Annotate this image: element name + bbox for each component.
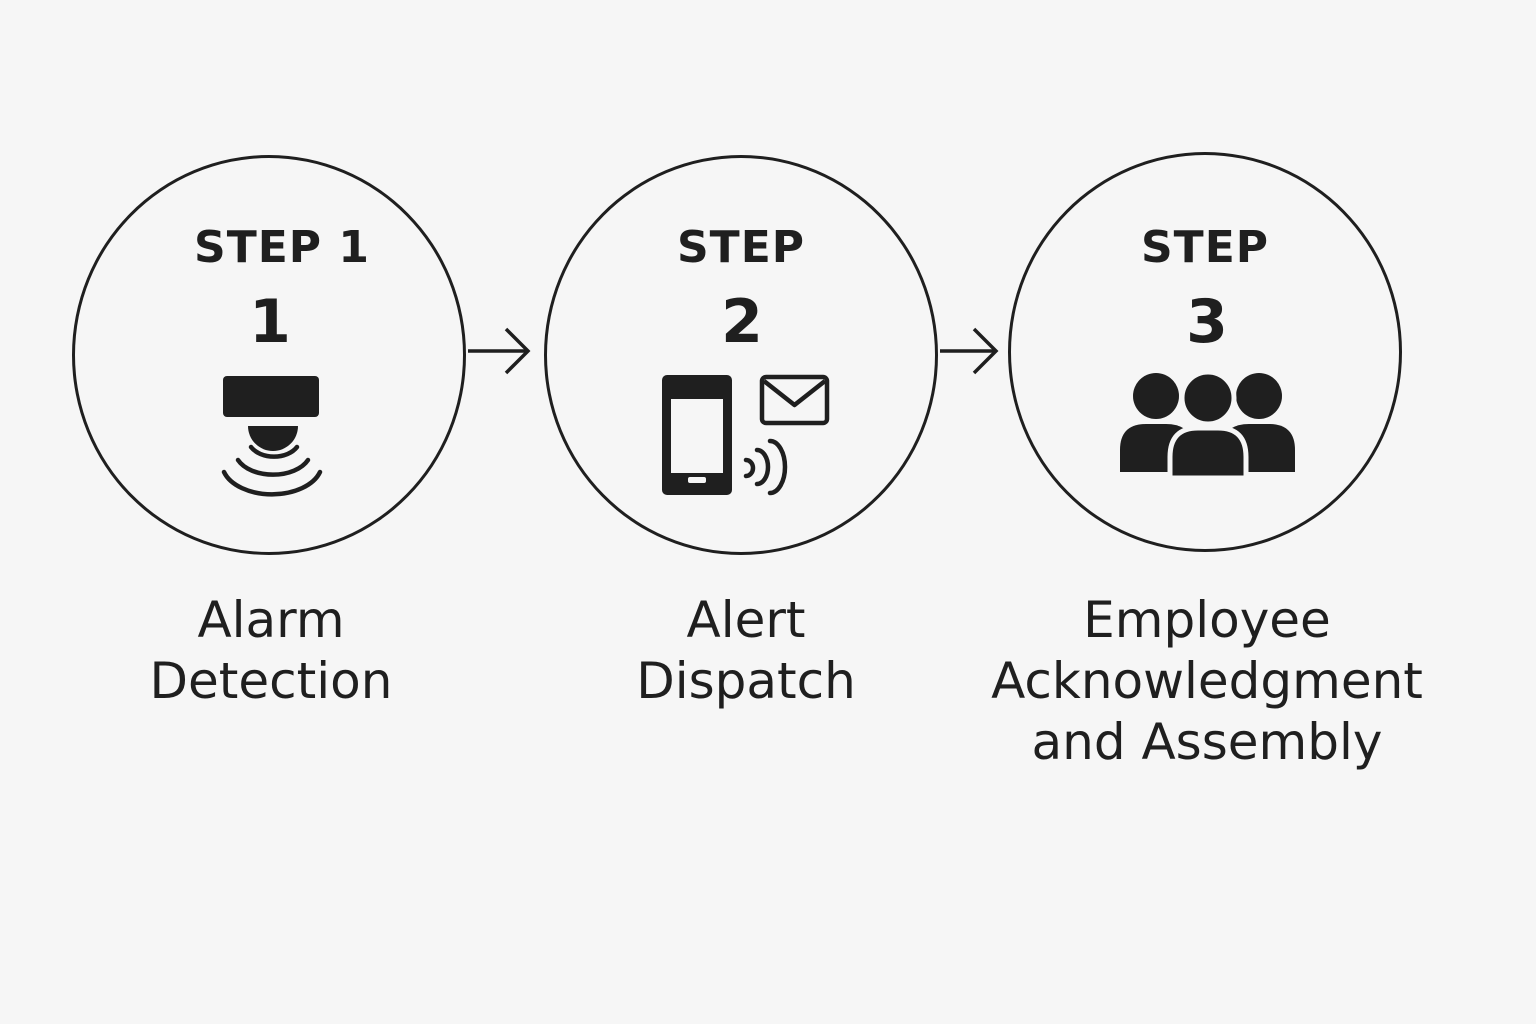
smartphone-icon: [662, 375, 732, 495]
step-2-label-line-1: Alert: [686, 591, 806, 649]
step-3-number: 3: [1186, 287, 1228, 357]
step-1-heading: STEP 1: [194, 222, 370, 273]
step-2-label-line-2: Dispatch: [636, 652, 856, 710]
arrow-2-to-3: [940, 327, 999, 375]
step-2-label: Alert Dispatch: [506, 590, 986, 712]
step-3-label: Employee Acknowledgment and Assembly: [967, 590, 1447, 773]
group-of-people-icon: [1120, 369, 1295, 481]
step-2-heading: STEP: [676, 222, 805, 273]
step-3-label-line-1: Employee: [1083, 591, 1331, 649]
step-1-circle: [72, 155, 466, 555]
envelope-icon: [759, 374, 830, 426]
step-3-heading: STEP: [1140, 222, 1269, 273]
step-3-circle: [1008, 152, 1402, 552]
step-1-label: Alarm Detection: [31, 590, 511, 712]
step-3-label-line-2: Acknowledgment: [991, 652, 1423, 710]
signal-waves-icon: [743, 438, 788, 496]
step-2-circle: [544, 155, 938, 555]
step-1-label-line-2: Detection: [149, 652, 393, 710]
step-1-label-line-1: Alarm: [197, 591, 345, 649]
step-1-number: 1: [249, 287, 291, 357]
phone-and-mail-icon: [662, 374, 830, 496]
arrow-1-to-2: [468, 327, 531, 375]
step-3-label-line-3: and Assembly: [1031, 713, 1383, 771]
alarm-detector-icon: [221, 376, 323, 497]
step-2-number: 2: [721, 287, 763, 357]
